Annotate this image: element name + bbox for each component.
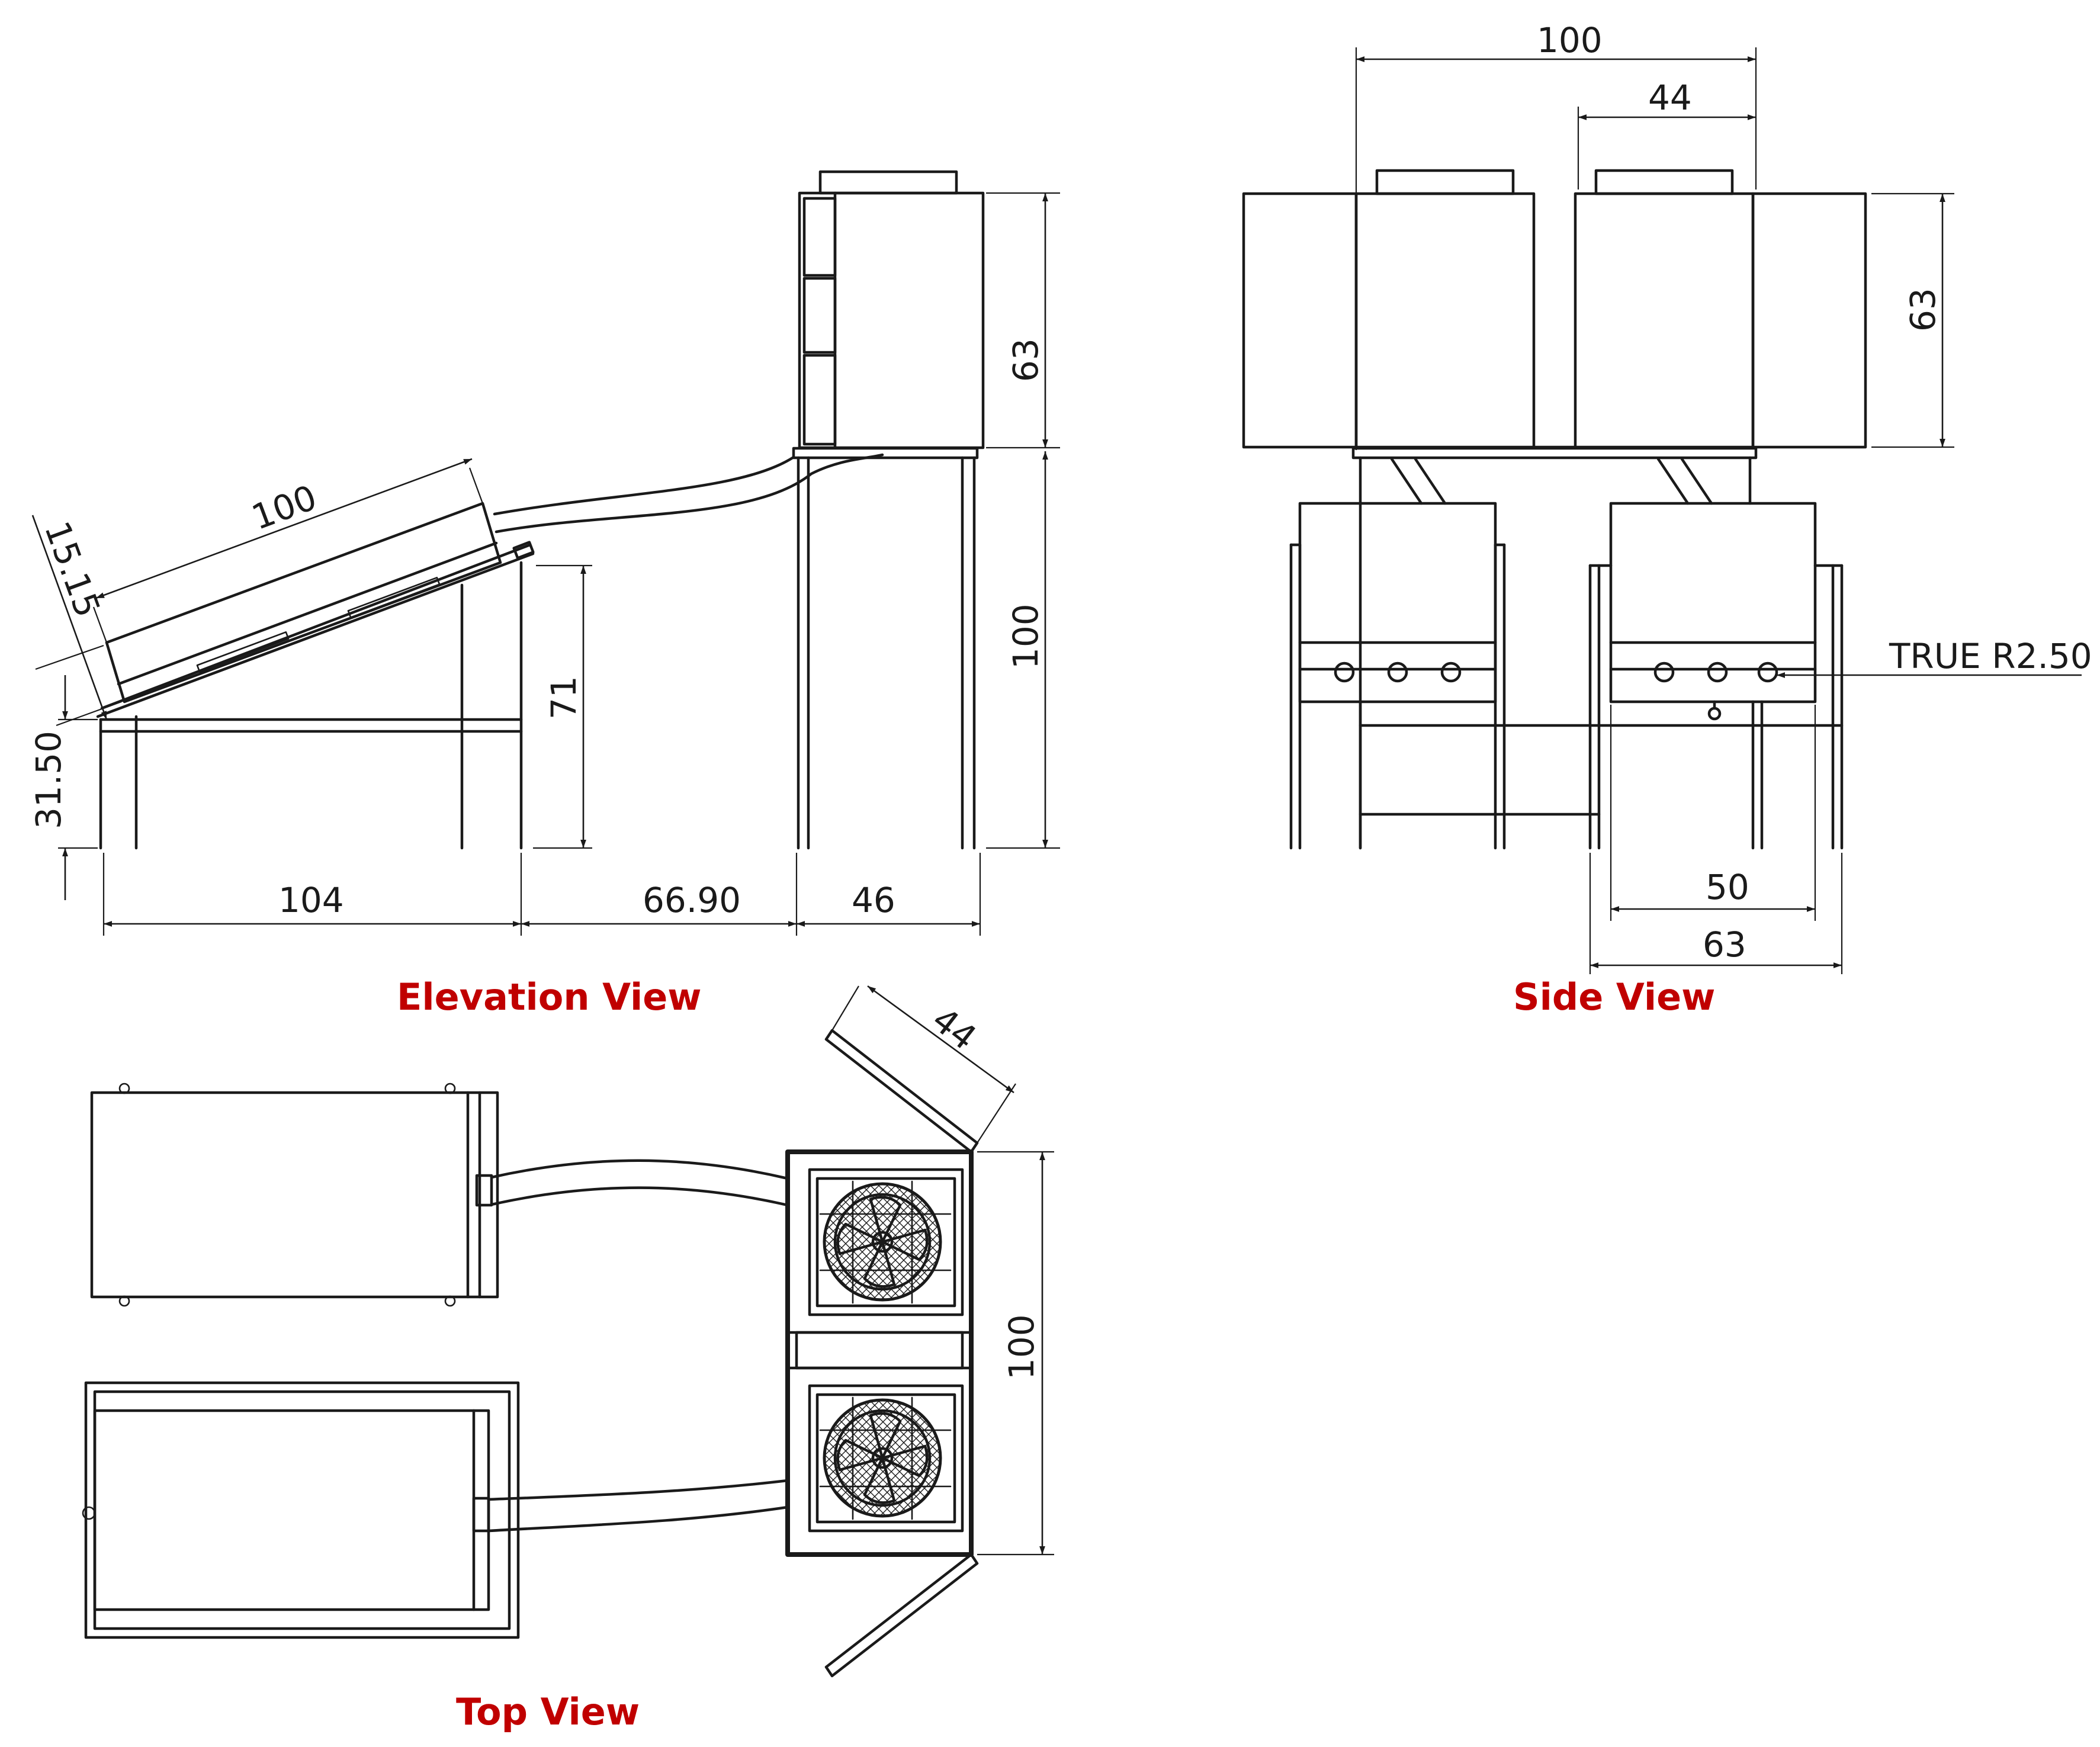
dim-elev-collector-length: 100 xyxy=(246,477,322,538)
dim-side-stand-width: 63 xyxy=(1703,924,1746,965)
top-tank xyxy=(82,1381,520,1639)
collector-stand xyxy=(96,541,535,850)
condensing-unit xyxy=(798,170,985,449)
top-view-title: Top View xyxy=(456,1690,640,1733)
dim-elev-rear-height: 71 xyxy=(544,676,584,720)
side-braces xyxy=(1359,456,1752,850)
dim-side-tank-width: 50 xyxy=(1706,867,1749,907)
dim-elev-gap: 66.90 xyxy=(643,880,741,920)
dim-elev-collector-thickness: 15.15 xyxy=(37,516,108,622)
side-tank-left xyxy=(1289,502,1506,850)
dim-elev-base-length: 104 xyxy=(278,880,344,920)
dim-elev-stand-depth: 46 xyxy=(852,880,895,920)
side-unit-boxes xyxy=(1242,169,1867,460)
dim-top-door-width: 44 xyxy=(924,999,984,1058)
elevation-view-title: Elevation View xyxy=(397,975,702,1019)
dim-elev-unit-height: 63 xyxy=(1006,338,1046,382)
side-dimensions: 100 44 63 TRUE R2.50 50 63 xyxy=(1355,20,2092,974)
top-pipe-lower-a xyxy=(487,1479,789,1501)
top-pipe-lower-b xyxy=(487,1505,789,1533)
fan-icon xyxy=(819,1396,952,1520)
unit-stand xyxy=(792,447,979,850)
dim-elev-front-height: 31.50 xyxy=(28,731,69,829)
top-view: 44 100 Top View xyxy=(82,985,1054,1733)
side-view-title: Side View xyxy=(1513,975,1715,1019)
solar-collector xyxy=(105,502,502,704)
top-pipe-upper-b xyxy=(490,1186,789,1207)
top-collector xyxy=(90,1083,499,1307)
top-pipe-upper-a xyxy=(490,1159,789,1180)
elevation-view: 100 15.15 31.50 71 63 100 xyxy=(28,170,1060,1019)
side-hole-callout: TRUE R2.50 xyxy=(1889,636,2092,676)
top-condensing-unit xyxy=(785,1029,979,1678)
top-door-lower xyxy=(824,1553,979,1678)
dim-side-total-width: 100 xyxy=(1537,20,1603,60)
side-view: 100 44 63 TRUE R2.50 50 63 Side View xyxy=(1242,20,2092,1019)
pipe-upper xyxy=(493,455,795,516)
fan-icon xyxy=(819,1180,952,1304)
dim-side-unit-width: 44 xyxy=(1648,78,1692,118)
dim-top-unit-length: 100 xyxy=(1001,1314,1042,1380)
dim-elev-stand-height: 100 xyxy=(1006,603,1046,669)
pipe-lower xyxy=(495,453,884,534)
elevation-dimensions: 100 15.15 31.50 71 63 100 xyxy=(28,192,1060,936)
side-tank-right xyxy=(1588,502,1844,850)
dim-side-unit-height: 63 xyxy=(1903,288,1943,332)
